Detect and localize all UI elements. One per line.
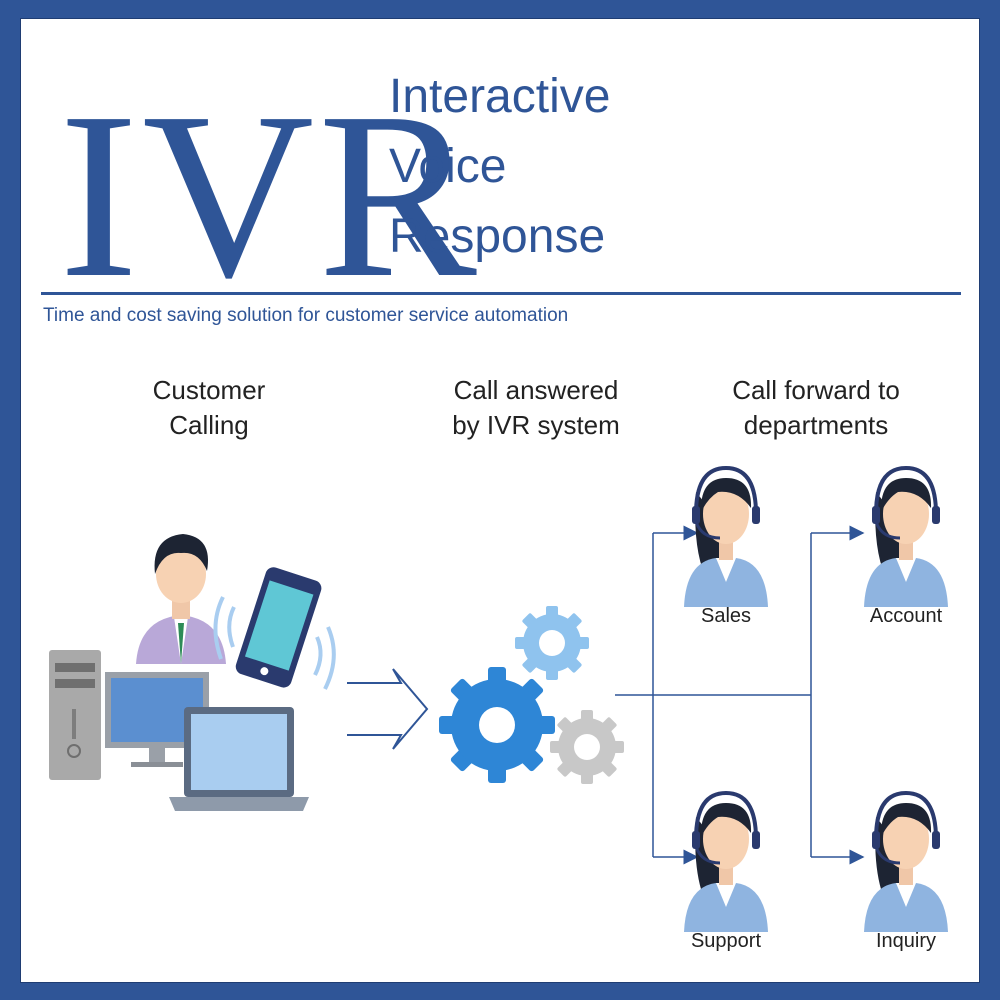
diagram-graphics xyxy=(49,466,950,934)
ivr-gear-small-gray-icon xyxy=(550,710,624,784)
stage-forward: Call forward to departments xyxy=(711,373,921,443)
ringing-waves-icon xyxy=(213,596,336,690)
stage-customer-line1: Customer xyxy=(152,375,266,405)
agent-sales-icon xyxy=(682,466,770,609)
stage-forward-line2: departments xyxy=(743,410,889,440)
agent-account-icon xyxy=(862,466,950,609)
agent-inquiry-icon xyxy=(862,791,950,934)
laptop-icon xyxy=(169,707,309,811)
title-line-interactive: Interactive xyxy=(389,70,611,123)
computer-tower-icon xyxy=(49,650,101,780)
routing-connectors xyxy=(615,525,865,865)
forward-arrow-icon xyxy=(347,668,429,750)
ivr-acronym: IVR xyxy=(59,64,481,327)
agent-support-icon xyxy=(682,791,770,934)
dept-label-support: Support xyxy=(690,930,762,952)
stage-ivr-answer: Call answered by IVR system xyxy=(431,373,641,443)
dept-label-sales: Sales xyxy=(700,605,752,627)
ivr-gear-large-icon xyxy=(439,667,555,783)
diagram-frame: IVR Interactive Voice Response Time and … xyxy=(20,18,980,983)
tagline: Time and cost saving solution for custom… xyxy=(43,305,569,326)
title-line-voice: Voice xyxy=(389,140,507,193)
dept-label-account: Account xyxy=(869,605,943,627)
customer-person-icon xyxy=(136,534,226,664)
ivr-gear-small-blue-icon xyxy=(515,606,589,680)
stage-ivr-line1: Call answered xyxy=(453,375,619,405)
stage-customer-line2: Calling xyxy=(169,410,249,440)
stage-ivr-line2: by IVR system xyxy=(452,410,620,440)
mobile-phone-icon xyxy=(235,567,322,688)
stage-customer-calling: Customer Calling xyxy=(119,373,299,443)
title-divider xyxy=(41,292,961,295)
stage-forward-line1: Call forward to xyxy=(732,375,900,405)
title-line-response: Response xyxy=(389,210,606,263)
dept-label-inquiry: Inquiry xyxy=(875,930,937,952)
